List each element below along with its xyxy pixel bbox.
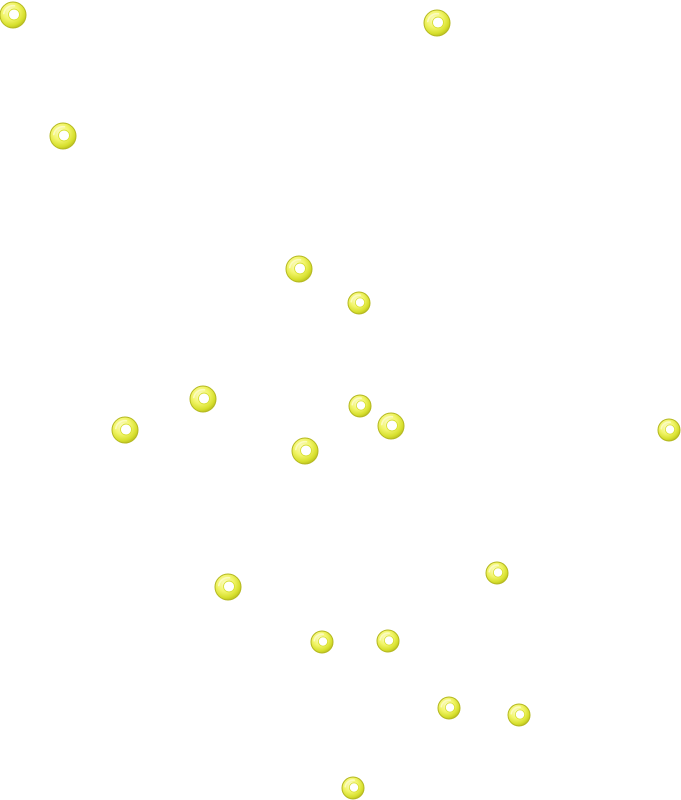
ring-highlight [313, 633, 325, 642]
ring-highlight [351, 397, 363, 406]
ring [377, 412, 405, 440]
ring-hole [355, 400, 367, 411]
ring-hole [198, 392, 210, 405]
ring-highlight [440, 699, 452, 708]
ring-hole [348, 782, 360, 793]
ring-highlight [350, 294, 362, 303]
ring-hole [58, 129, 70, 142]
ring [285, 255, 313, 283]
ring-highlight [426, 12, 440, 23]
ring [189, 385, 217, 413]
ring [485, 561, 509, 585]
ring [423, 9, 451, 37]
ring [341, 776, 365, 800]
ring [348, 394, 372, 418]
ring [291, 437, 319, 465]
ring [0, 1, 27, 29]
ring-highlight [217, 576, 231, 587]
ring-highlight [192, 388, 206, 399]
ring-hole [120, 423, 132, 436]
ring-highlight [380, 415, 394, 426]
ring-highlight [660, 421, 672, 430]
ring-hole [386, 419, 398, 432]
ring [657, 418, 681, 442]
ring-hole [8, 8, 20, 21]
ring-highlight [510, 706, 522, 715]
ring [310, 630, 334, 654]
ring [347, 291, 371, 315]
ring-highlight [379, 632, 391, 641]
ring-highlight [2, 4, 16, 15]
ring [214, 573, 242, 601]
ring-hole [294, 262, 306, 275]
ring [49, 122, 77, 150]
ring-highlight [344, 779, 356, 788]
ring-hole [514, 709, 526, 720]
ring-hole [432, 16, 444, 29]
ring-highlight [114, 419, 128, 430]
ring-hole [223, 580, 235, 593]
ring-hole [444, 702, 456, 713]
ring-highlight [294, 440, 308, 451]
ring-highlight [52, 125, 66, 136]
ring-highlight [288, 258, 302, 269]
ring-hole [354, 297, 366, 308]
ring-hole [664, 424, 676, 435]
ring [507, 703, 531, 727]
ring-hole [383, 635, 395, 646]
ring-hole [317, 636, 329, 647]
ring-hole [492, 567, 504, 578]
ring-highlight [488, 564, 500, 573]
ring-hole [300, 444, 312, 457]
ring [376, 629, 400, 653]
ring [437, 696, 461, 720]
ring [111, 416, 139, 444]
